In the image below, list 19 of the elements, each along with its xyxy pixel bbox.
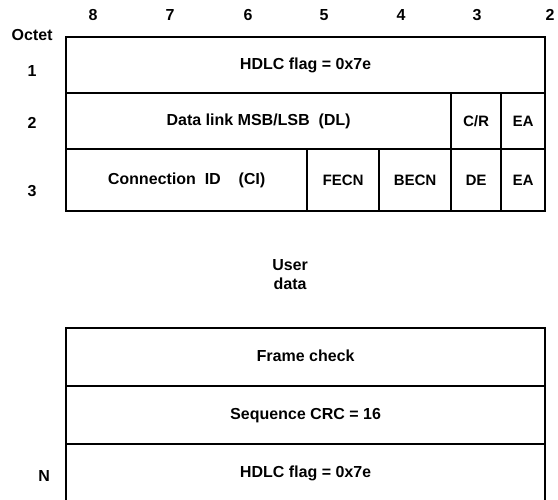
octet-number: 3 — [28, 183, 36, 201]
frame-field: Sequence CRC = 16 — [65, 385, 546, 445]
bit-number: 7 — [166, 7, 174, 25]
frame-field: HDLC flag = 0x7e — [65, 36, 546, 94]
bit-number: 2 — [546, 7, 554, 25]
frame-field: HDLC flag = 0x7e — [65, 443, 546, 500]
frame-field: EA — [500, 148, 546, 212]
frame-field: Frame check — [65, 327, 546, 387]
user-data-text: User data — [271, 256, 309, 294]
frame-field: Connection ID (CI) — [65, 148, 308, 212]
bit-number: 4 — [396, 7, 406, 25]
bit-number: 6 — [244, 7, 252, 25]
octet-number: 2 — [28, 115, 36, 133]
bit-number: 8 — [88, 7, 98, 25]
bit-number: 3 — [472, 7, 482, 25]
bit-number: 5 — [320, 7, 328, 25]
octet-number: N — [38, 468, 50, 486]
octet-label: Octet — [12, 27, 52, 45]
octet-number: 1 — [28, 63, 36, 81]
